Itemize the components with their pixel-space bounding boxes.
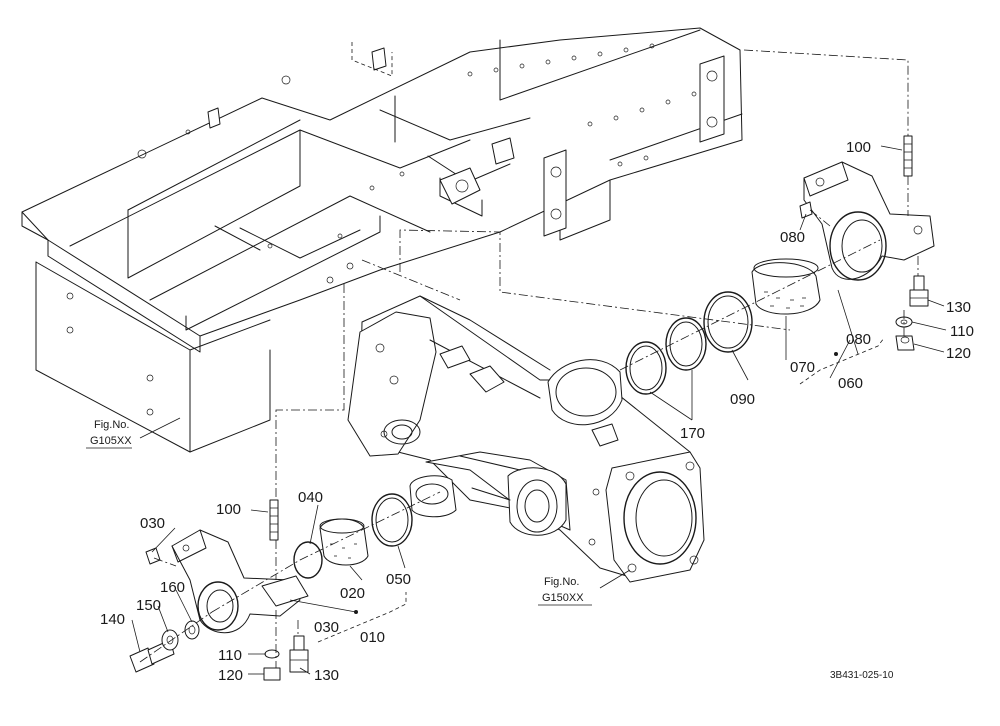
oring-050 <box>371 493 413 547</box>
label-110-bottom: 110 <box>218 647 242 664</box>
shim-170-a <box>665 317 707 371</box>
fig-ref-g150-code: G150XX <box>542 592 584 604</box>
oring-050-inner <box>375 497 409 543</box>
oring-090 <box>703 291 753 353</box>
shim-170-b <box>625 341 667 395</box>
label-030-b: 030 <box>314 619 339 636</box>
shim-170-a-inner <box>669 321 703 367</box>
chassis-frame <box>21 27 743 453</box>
label-080-mid: 080 <box>846 331 871 348</box>
label-070: 070 <box>790 359 815 376</box>
figure-references: Fig.No. G105XX Fig.No. G150XX <box>86 419 592 606</box>
label-020: 020 <box>340 585 365 602</box>
label-110-top: 110 <box>950 323 974 340</box>
label-120-bottom: 120 <box>218 667 243 684</box>
label-150: 150 <box>136 597 161 614</box>
label-130-bottom: 130 <box>314 667 339 684</box>
label-100-bottom: 100 <box>216 501 241 518</box>
label-130-top: 130 <box>946 299 971 316</box>
leader-lines <box>131 145 947 675</box>
label-100-top: 100 <box>846 139 871 156</box>
center-lines <box>139 49 919 668</box>
label-120-top: 120 <box>946 345 971 362</box>
label-140: 140 <box>100 611 125 628</box>
right-bracket-assembly <box>799 135 935 351</box>
label-060: 060 <box>838 375 863 392</box>
label-010: 010 <box>360 629 385 646</box>
label-050: 050 <box>386 571 411 588</box>
seal-040 <box>293 541 323 579</box>
front-axle-housing <box>347 295 705 583</box>
bushing-020 <box>319 518 369 566</box>
label-030-a: 030 <box>140 515 165 532</box>
fig-ref-g105-code: G105XX <box>90 435 132 447</box>
label-040: 040 <box>298 489 323 506</box>
oring-090-inner <box>707 295 749 349</box>
part-number-labels: 100 080 130 110 120 080 070 060 090 170 … <box>100 139 974 684</box>
drawing-code: 3B431-025-10 <box>830 670 894 681</box>
label-160: 160 <box>160 579 185 596</box>
bushing-070 <box>751 258 821 315</box>
fig-ref-g105-label: Fig.No. <box>94 419 129 431</box>
label-080-top: 080 <box>780 229 805 246</box>
left-bracket-assembly <box>129 499 309 681</box>
label-170: 170 <box>680 425 705 442</box>
label-090: 090 <box>730 391 755 408</box>
shim-170-b-inner <box>629 345 663 391</box>
fig-ref-g150-label: Fig.No. <box>544 576 579 588</box>
